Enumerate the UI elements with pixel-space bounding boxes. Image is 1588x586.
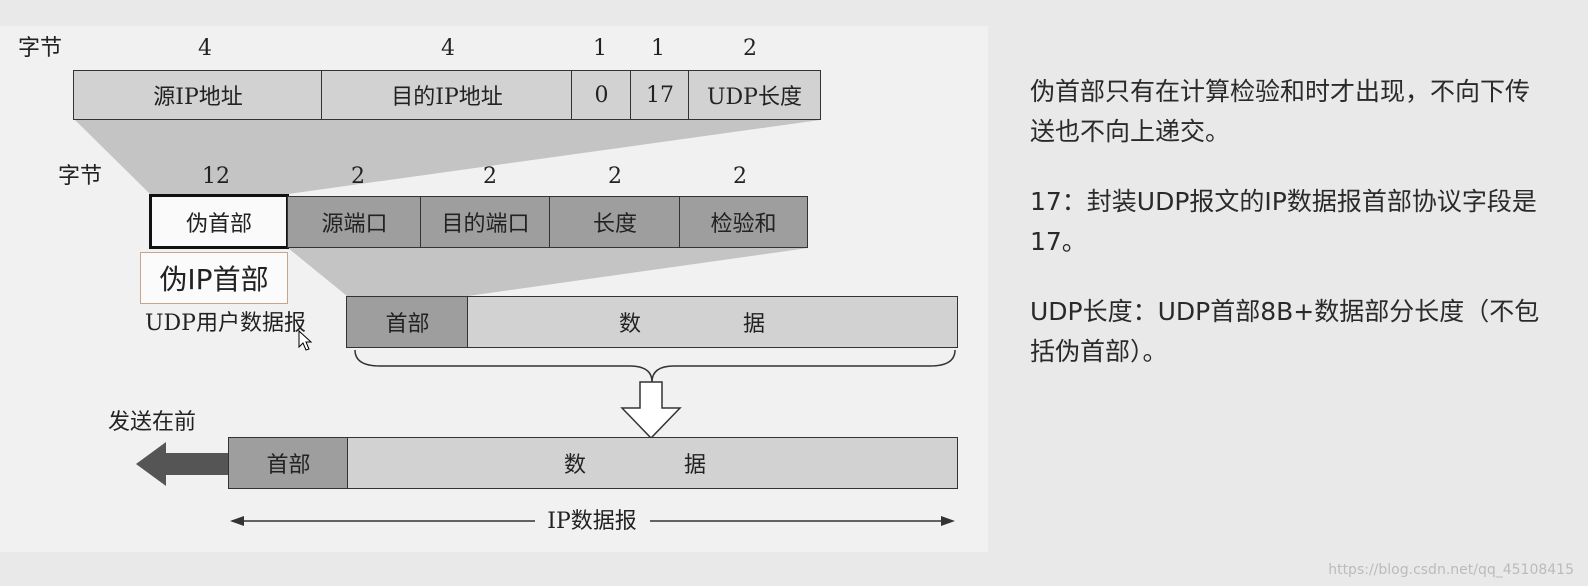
note-pseudo-header: 伪首部只有在计算检验和时才出现，不向下传送也不向上递交。 [1030,77,1531,146]
udp-datagram-label: UDP用户数据报 [145,311,306,336]
send-first-arrow [136,442,230,486]
mouse-cursor-icon [298,330,313,351]
udp-bytes-label: 字节 [58,164,103,189]
udp-datagram-brace [354,349,956,383]
udp-field-checksum: 检验和 [679,196,808,248]
udp-datagram-data: 数 据 [467,296,958,348]
pseudo-byte-count: 4 [441,36,455,61]
udp-data-char: 据 [743,312,766,337]
udp-byte-count: 2 [351,164,365,189]
udp-field-source-port: 源端口 [287,196,422,248]
pseudo-byte-count: 2 [743,36,757,61]
udp-field-dest-port: 目的端口 [420,196,551,248]
watermark-url: https://blog.csdn.net/qq_45108415 [1328,562,1574,578]
ip-data-char: 据 [684,453,707,478]
ip-datagram-data: 数 据 [347,437,958,489]
pseudo-byte-count: 1 [593,36,607,61]
pseudo-bytes-label: 字节 [18,36,63,61]
ip-datagram-span-label: IP数据报 [547,509,637,534]
udp-datagram-header: 首部 [346,296,469,348]
udp-byte-count: 2 [733,164,747,189]
pseudo-ip-header-annotation: 伪IP首部 [140,252,288,304]
encapsulation-down-arrow [620,381,682,440]
ip-span-arrowhead-left [230,516,244,526]
pseudo-byte-count: 1 [651,36,665,61]
udp-field-length: 长度 [549,196,681,248]
udp-header-expansion-wedge [288,248,808,296]
pseudo-field-zero: 0 [571,70,632,120]
udp-byte-count: 2 [483,164,497,189]
pseudo-field-dest-ip: 目的IP地址 [321,70,573,120]
ip-span-arrowhead-right [941,516,955,526]
udp-data-char: 数 [619,312,642,337]
pseudo-field-protocol: 17 [630,70,690,120]
note-protocol-17: 17：封装UDP报文的IP数据报首部协议字段是17。 [1030,187,1537,256]
pseudo-byte-count: 4 [198,36,212,61]
udp-byte-count: 12 [202,164,230,189]
pseudo-field-udp-length: UDP长度 [688,70,821,120]
pseudo-field-source-ip: 源IP地址 [73,70,323,120]
send-first-label: 发送在前 [108,410,197,435]
ip-datagram-header: 首部 [228,437,349,489]
ip-data-char: 数 [564,453,587,478]
udp-byte-count: 2 [608,164,622,189]
note-udp-length: UDP长度：UDP首部8B+数据部分长度（不包括伪首部）。 [1030,297,1540,366]
pseudo-header-expansion-wedge [75,120,820,194]
udp-pseudo-header-box: 伪首部 [149,194,289,249]
